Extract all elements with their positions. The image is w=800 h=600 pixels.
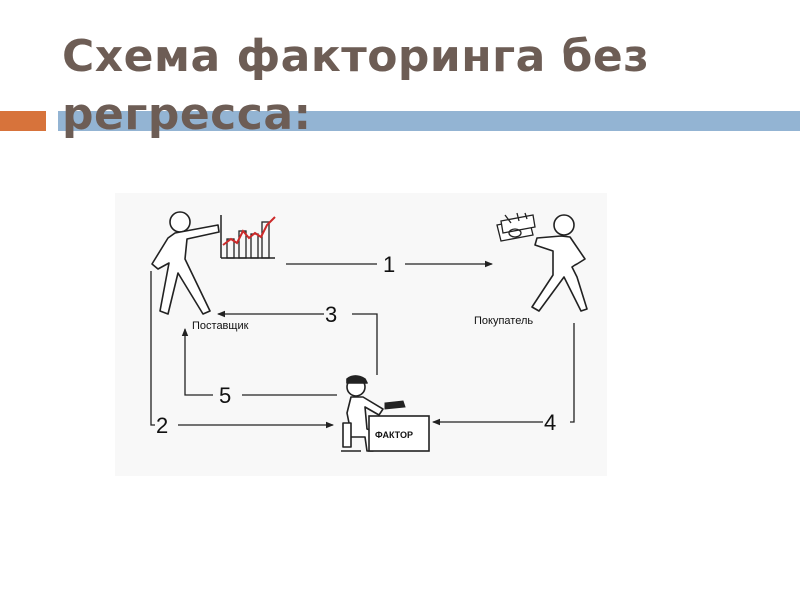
banknotes-icon xyxy=(496,212,536,242)
step-number-4: 4 xyxy=(544,410,556,435)
supplier-label: Поставщик xyxy=(192,320,249,332)
factor-figure-icon xyxy=(341,375,384,452)
step-number-2: 2 xyxy=(156,413,168,438)
step-number-5: 5 xyxy=(219,383,231,408)
step-number-3: 3 xyxy=(325,302,337,327)
arrow-5 xyxy=(181,328,337,396)
arrow-3 xyxy=(217,310,378,375)
slide-title: Схема факторинга без регресса: xyxy=(62,31,650,140)
growth-chart-icon xyxy=(220,215,276,259)
factoring-diagram: ФАКТОР Поставщик Покупатель 1 3 5 2 xyxy=(115,193,607,476)
buyer-figure-icon xyxy=(531,214,588,312)
accent-bar-orange xyxy=(0,111,46,131)
arrow-4 xyxy=(432,323,575,426)
step-number-1: 1 xyxy=(383,252,395,277)
supplier-figure-icon xyxy=(151,211,220,315)
arrow-2 xyxy=(150,271,334,429)
factor-desk xyxy=(368,400,430,452)
buyer-label: Покупатель xyxy=(474,315,533,327)
diagram-canvas: ФАКТОР Поставщик Покупатель 1 3 5 2 xyxy=(150,211,588,452)
factor-label: ФАКТОР xyxy=(375,430,413,440)
accent-bar-blue xyxy=(58,111,800,131)
